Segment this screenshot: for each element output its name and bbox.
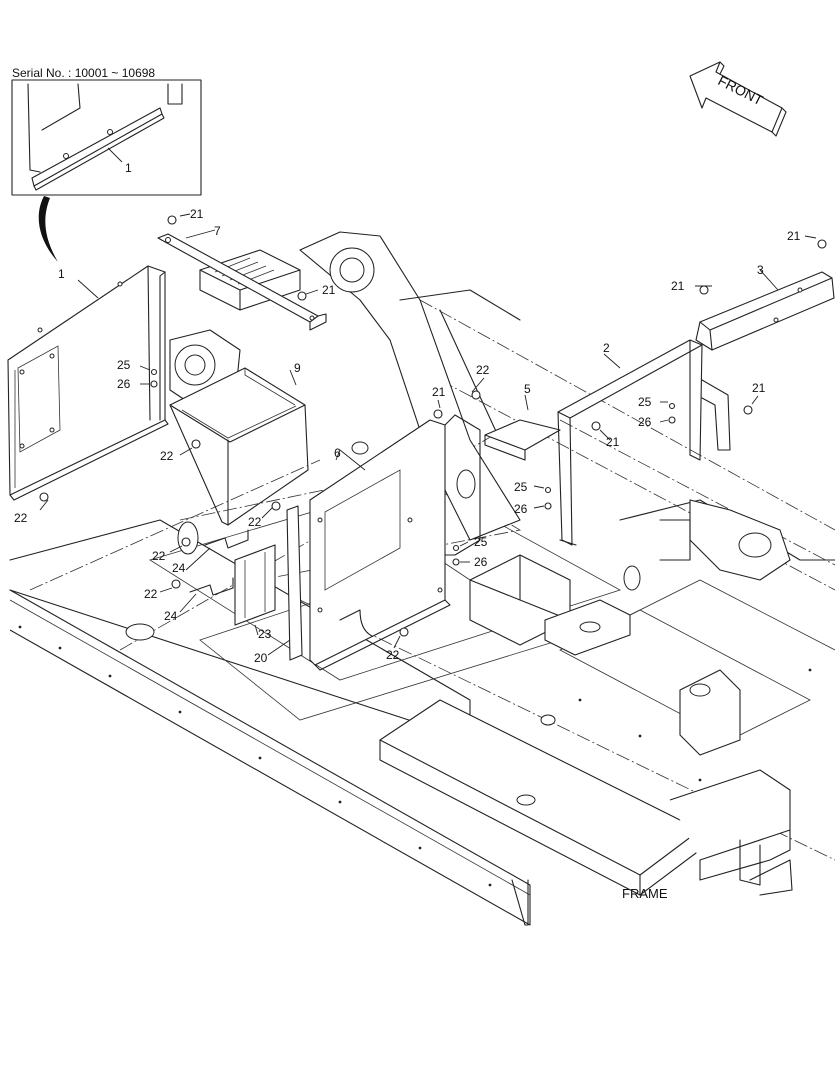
- callout-1-inset: 1: [125, 161, 132, 175]
- part-24-brackets: [189, 529, 249, 596]
- callout-22-b: 22: [160, 449, 174, 463]
- part-2-stand: [557, 339, 731, 546]
- callout-9: 9: [294, 361, 301, 375]
- serial-number-note: Serial No. : 10001 ~ 10698: [12, 66, 156, 80]
- callout-3: 3: [757, 263, 764, 277]
- frame-label: FRAME: [622, 886, 668, 901]
- front-arrow: FRONT: [689, 61, 787, 137]
- part-7-bracket-bar: [157, 233, 327, 331]
- part-9-duct: [169, 367, 309, 526]
- callout-22-g: 22: [476, 363, 490, 377]
- part-23-clamp: [234, 544, 276, 626]
- callout-26-b: 26: [638, 415, 652, 429]
- callout-22-c: 22: [248, 515, 262, 529]
- callout-25-b: 25: [638, 395, 652, 409]
- callout-22-e: 22: [144, 587, 158, 601]
- callout-7: 7: [214, 224, 221, 238]
- leader-lines: [39, 213, 817, 656]
- part-3-bar: [695, 271, 835, 351]
- callout-22-a: 22: [14, 511, 28, 525]
- callout-26-a: 26: [117, 377, 131, 391]
- callout-21-c: 21: [671, 279, 685, 293]
- callout-24-a: 24: [172, 561, 186, 575]
- callout-24-b: 24: [164, 609, 178, 623]
- callout-21-f: 21: [432, 385, 446, 399]
- callout-25-d: 25: [474, 535, 488, 549]
- callout-22-d: 22: [152, 549, 166, 563]
- callout-21-a: 21: [190, 207, 204, 221]
- part-5-bracket: [484, 419, 561, 461]
- callout-labels: 1 1 2 3 5 6 7 9 20 21 21 21 21 21 21 21 …: [14, 161, 801, 665]
- part-20-strip: [286, 505, 303, 661]
- callout-1: 1: [58, 267, 65, 281]
- callout-2: 2: [603, 341, 610, 355]
- callout-25-c: 25: [514, 480, 528, 494]
- inset-leader: [38, 196, 58, 262]
- callout-21-e: 21: [752, 381, 766, 395]
- callout-25-a: 25: [117, 358, 131, 372]
- callout-26-c: 26: [514, 502, 528, 516]
- callout-21-b: 21: [322, 283, 336, 297]
- part-6-panel: [309, 414, 481, 671]
- callout-23: 23: [258, 627, 272, 641]
- callout-22-f: 22: [386, 648, 400, 662]
- callout-6: 6: [334, 446, 341, 460]
- callout-5: 5: [524, 382, 531, 396]
- callout-20: 20: [254, 651, 268, 665]
- inset-detail: [11, 79, 202, 196]
- callout-21-g: 21: [606, 435, 620, 449]
- callout-26-d: 26: [474, 555, 488, 569]
- part-1-side-plate: [7, 265, 169, 501]
- callout-21-d: 21: [787, 229, 801, 243]
- fasteners: [39, 215, 827, 637]
